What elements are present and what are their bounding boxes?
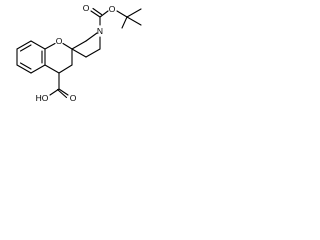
bond	[62, 42, 73, 50]
carboxylic-acid-hydroxyl-label: HO	[36, 93, 49, 103]
chemical-structure-diagram: O O O N O HO	[16, 3, 142, 103]
pyran-ring	[44, 42, 73, 74]
double-bond-inner	[19, 62, 32, 70]
benzene-ring	[16, 40, 46, 74]
bond	[116, 10, 128, 18]
bond	[90, 10, 101, 18]
ring-oxygen-label: O	[56, 36, 63, 46]
piperidine-nitrogen-label: N	[97, 26, 103, 36]
bond	[44, 42, 56, 50]
bond	[121, 16, 128, 29]
bond	[44, 64, 60, 74]
piperidine-ring	[71, 32, 101, 58]
bond	[126, 8, 142, 18]
bond	[99, 10, 109, 18]
boc-group	[90, 7, 142, 29]
carboxylic-acid-oxygen-label: O	[70, 93, 77, 103]
bond	[126, 16, 142, 26]
bond	[30, 64, 46, 74]
bond	[85, 32, 98, 42]
bond	[16, 40, 32, 50]
bond	[85, 48, 101, 58]
double-bond	[92, 7, 103, 16]
bond	[58, 88, 69, 96]
bond	[16, 64, 32, 74]
carbamate-carbonyl-oxygen-label: O	[83, 3, 90, 13]
bond	[49, 88, 60, 96]
bond	[58, 64, 73, 74]
carbamate-ester-oxygen-label: O	[109, 4, 116, 14]
carboxylic-acid-group	[49, 72, 69, 99]
bond	[71, 48, 87, 58]
bond	[71, 40, 87, 50]
double-bond-inner	[19, 44, 32, 52]
bond	[30, 40, 46, 50]
double-bond	[56, 88, 68, 99]
